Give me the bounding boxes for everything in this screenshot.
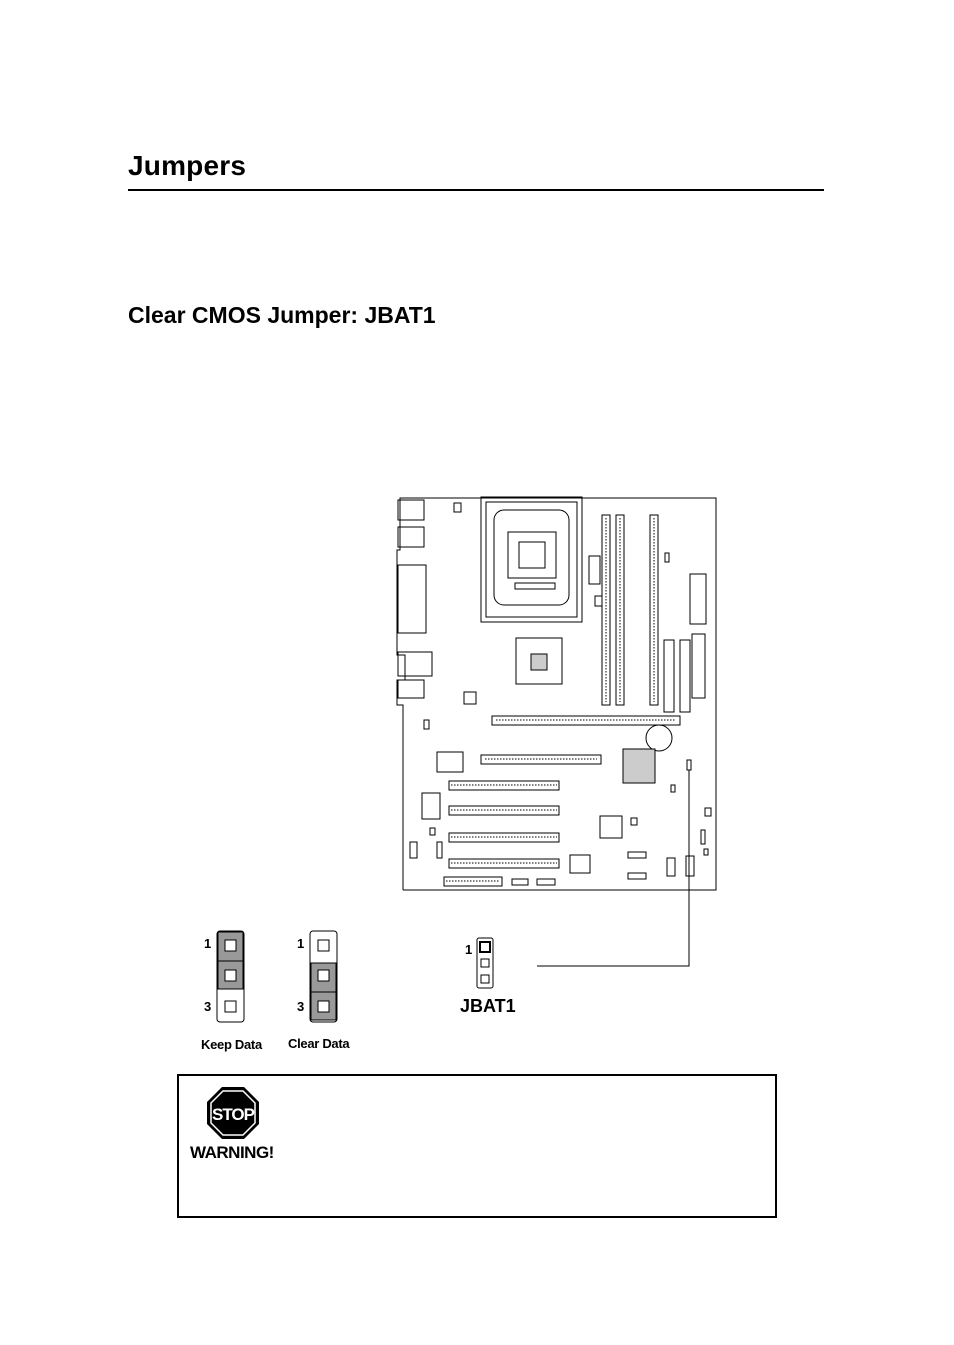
keep-data-pin3-label: 3 [204, 999, 212, 1014]
clear-data-pin3-label: 3 [297, 999, 305, 1014]
clear-data-pin1-label: 1 [297, 936, 305, 951]
jbat1-jumper-icon [476, 937, 494, 989]
warning-box [177, 1074, 777, 1218]
jbat1-pin1-label: 1 [465, 942, 473, 957]
keep-data-pin1-label: 1 [204, 936, 212, 951]
stop-sign-icon: STOP [207, 1087, 259, 1139]
stop-sign-text: STOP [212, 1105, 255, 1124]
section-title: Clear CMOS Jumper: JBAT1 [128, 302, 436, 328]
title-divider [128, 189, 824, 191]
clear-data-jumper-icon [309, 930, 338, 1023]
jbat1-label: JBAT1 [460, 996, 516, 1016]
motherboard-layout-diagram [396, 496, 717, 893]
page-title: Jumpers [128, 150, 247, 181]
jbat1-pointer-line [537, 890, 690, 967]
warning-label: WARNING! [190, 1143, 274, 1162]
keep-data-caption: Keep Data [201, 1037, 262, 1052]
keep-data-jumper-icon [216, 930, 245, 1023]
clear-data-caption: Clear Data [288, 1036, 350, 1051]
